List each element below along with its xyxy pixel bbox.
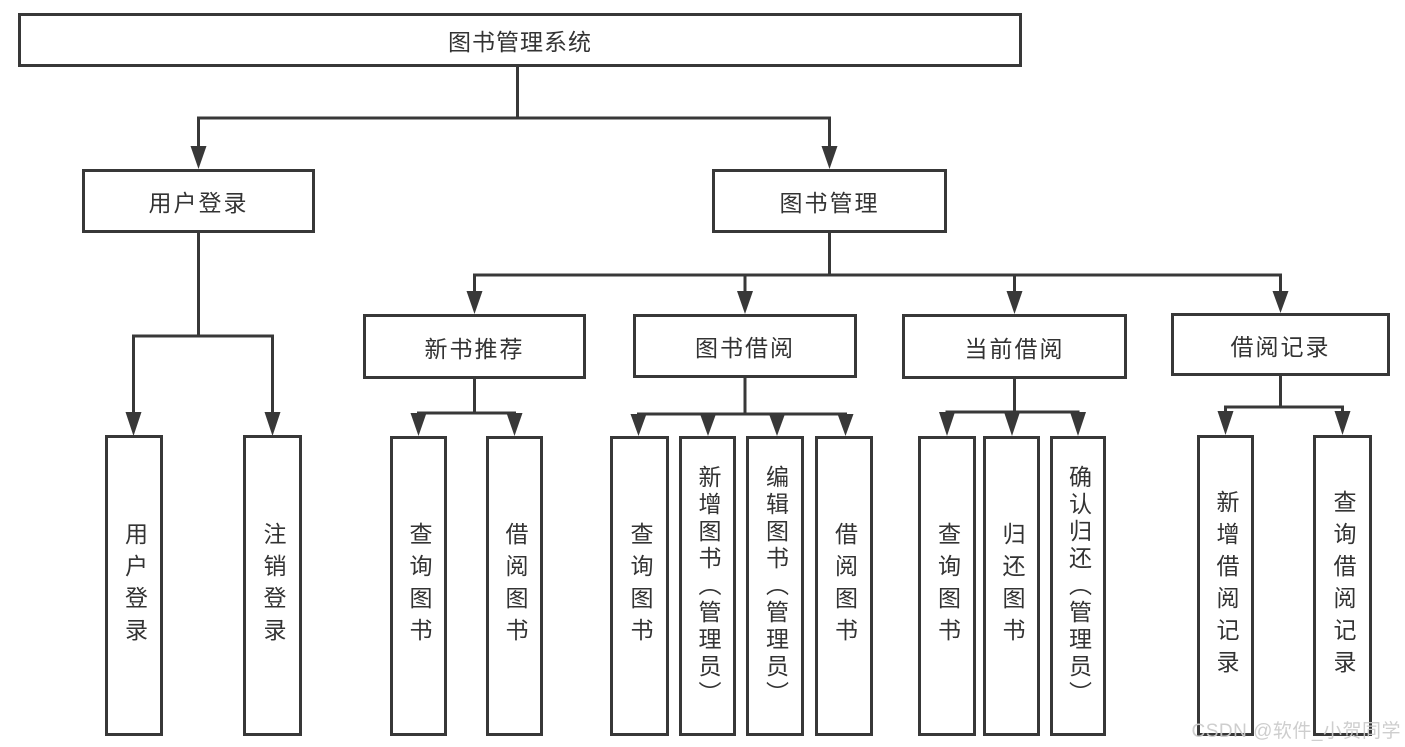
node-book-borrow: 图书借阅	[633, 314, 857, 378]
edge-borrow-records-to-leaves	[1217, 376, 1351, 435]
edge-book-management-to-level3	[466, 233, 1289, 314]
leaf-query-borrow-record: 查询借阅记录	[1313, 435, 1372, 736]
node-book-management: 图书管理	[712, 169, 947, 233]
leaf-query-books-borrow: 查询图书	[610, 436, 669, 736]
watermark: CSDN @软件_小贺同学	[1191, 721, 1401, 742]
edge-root-to-level2	[190, 67, 838, 169]
leaf-borrow-books-recommend: 借阅图书	[486, 436, 543, 736]
node-current-borrow: 当前借阅	[902, 314, 1127, 379]
edge-new-book-to-leaves	[410, 379, 523, 436]
node-user-login: 用户登录	[82, 169, 315, 233]
leaf-borrow-books: 借阅图书	[815, 436, 873, 736]
leaf-logout: 注销登录	[243, 435, 302, 736]
node-new-book-recommend: 新书推荐	[363, 314, 586, 379]
node-borrow-records: 借阅记录	[1171, 313, 1390, 376]
leaf-query-books-current: 查询图书	[918, 436, 976, 736]
edge-current-borrow-to-leaves	[939, 379, 1086, 436]
edge-user-login-to-leaves	[125, 233, 281, 436]
leaf-edit-books-admin: 编辑图书（管理员）	[746, 436, 804, 736]
leaf-return-books: 归还图书	[983, 436, 1040, 736]
leaf-add-borrow-record: 新增借阅记录	[1197, 435, 1254, 736]
leaf-add-books-admin: 新增图书（管理员）	[679, 436, 736, 736]
edge-book-borrow-to-leaves	[630, 378, 854, 436]
leaf-confirm-return-admin: 确认归还（管理员）	[1050, 436, 1106, 736]
leaf-query-books-recommend: 查询图书	[390, 436, 447, 736]
leaf-user-login: 用户登录	[105, 435, 163, 736]
node-library-management-system: 图书管理系统	[18, 13, 1022, 67]
